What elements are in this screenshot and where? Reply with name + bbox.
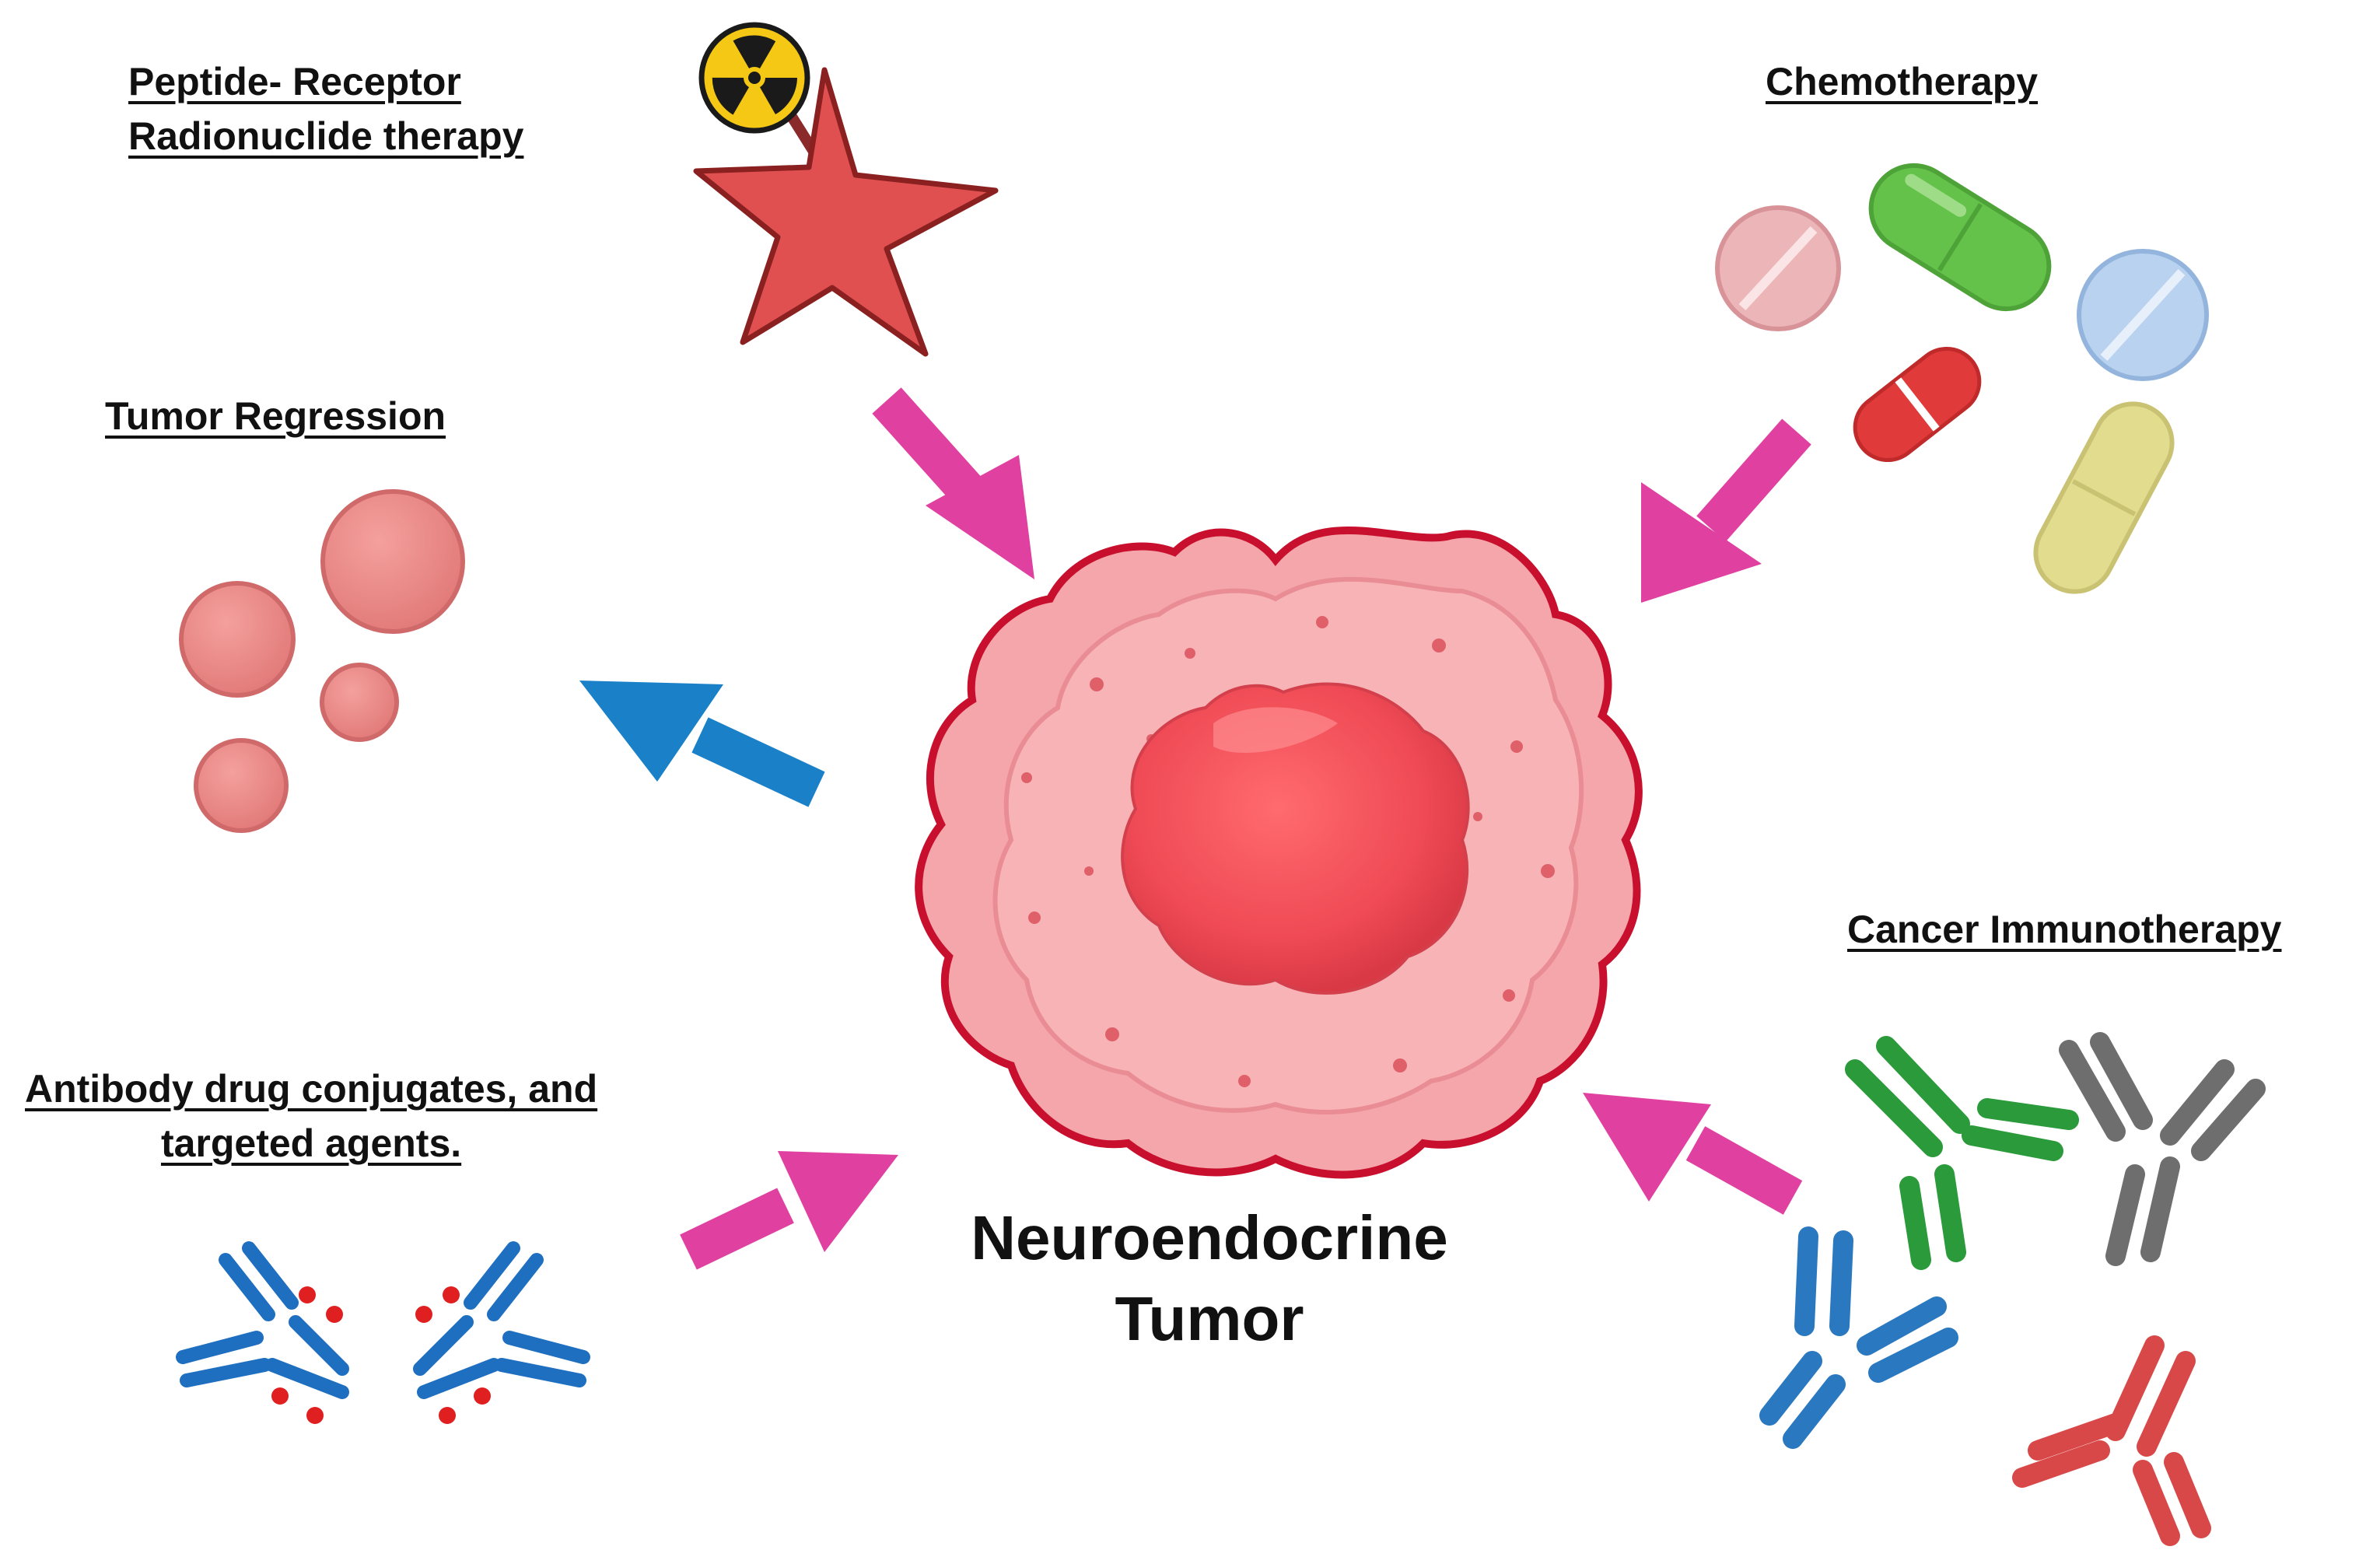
prrt-label: Peptide- Receptor Radionuclide therapy (128, 54, 523, 163)
star-ligand-icon (693, 67, 999, 357)
pink-tablet-icon (1715, 205, 1841, 331)
chemotherapy-label-text: Chemotherapy (1766, 60, 2039, 103)
pill-icons (1715, 163, 2209, 594)
nucleus-highlight (1213, 707, 1338, 754)
blue-antibody-icon (1759, 1226, 1958, 1449)
radiation-hazard-icon (698, 22, 810, 134)
prrt-label-line2: Radionuclide therapy (128, 114, 524, 158)
neuroendocrine-tumor-cell (915, 527, 1643, 1179)
immunotherapy-label: Cancer Immunotherapy (1847, 902, 2281, 957)
tumor-regression-label-text: Tumor Regression (105, 394, 446, 438)
green-antibody-icon (1845, 1036, 2079, 1270)
immunotherapy-label-text: Cancer Immunotherapy (1847, 908, 2282, 951)
arrow-tumor-to-regression (579, 681, 825, 807)
antibody-drug-conjugate-icons (176, 1241, 590, 1424)
tumor-title-line1: Neuroendocrine (971, 1203, 1448, 1272)
gray-antibody-icon (2059, 1032, 2266, 1266)
prrt-label-line1: Peptide- Receptor (128, 60, 461, 103)
tumor-title-line2: Tumor (1115, 1284, 1304, 1353)
adc-label-line1: Antibody drug conjugates, and (25, 1067, 598, 1111)
blue-tablet-icon (2077, 249, 2209, 381)
tumor-nucleus (1121, 682, 1470, 995)
arrow-adc-to-tumor (680, 1151, 898, 1270)
green-capsule-icon (1868, 163, 2052, 312)
tumor-regression-label: Tumor Regression (105, 389, 446, 443)
chemotherapy-label: Chemotherapy (1766, 54, 2038, 109)
antibody-icons (1759, 1032, 2266, 1546)
red-capsule-icon (1853, 346, 1982, 463)
tumor-vesicles (1021, 616, 1555, 1087)
adc-left-payloads (271, 1286, 343, 1424)
adc-left-icon (176, 1241, 349, 1399)
arrow-immunotherapy-to-tumor (1583, 1093, 1803, 1215)
adc-label: Antibody drug conjugates, and targeted a… (25, 1062, 597, 1170)
arrow-prrt-to-tumor (872, 387, 1034, 579)
arrow-chemo-to-tumor (1641, 418, 1811, 603)
adc-label-line2: targeted agents. (160, 1121, 462, 1165)
red-antibody-icon (2012, 1335, 2211, 1546)
yellow-capsule-icon (2033, 401, 2175, 594)
adc-right-payloads (415, 1286, 491, 1424)
adc-right-icon (413, 1241, 590, 1399)
tumor-title: Neuroendocrine Tumor (937, 1198, 1482, 1359)
shrinking-tumor-spheres-icon (179, 489, 465, 833)
